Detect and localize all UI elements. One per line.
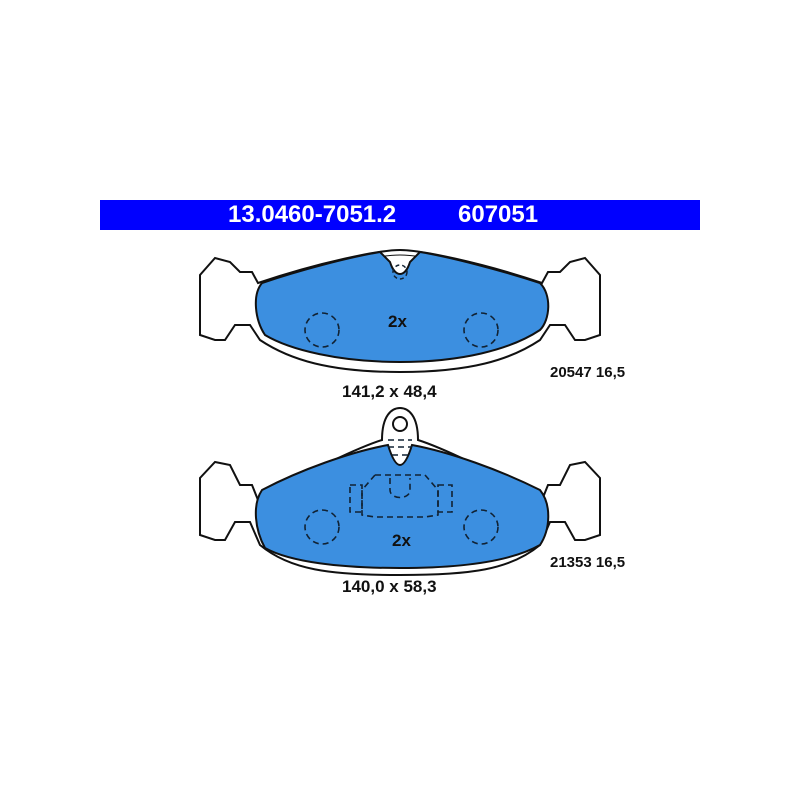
- brake-pad-2: [199, 406, 601, 577]
- friction-material: [254, 443, 550, 570]
- pad-2-quantity: 2x: [392, 531, 411, 550]
- dashed-hole-left: [304, 312, 340, 348]
- dashed-marker: [392, 264, 408, 280]
- title-bar: 13.0460-7051.2 607051: [100, 200, 700, 230]
- backing-plate-outline: [199, 406, 601, 577]
- friction-material: [254, 250, 550, 364]
- dashed-hole-right: [463, 312, 499, 348]
- backing-plate-outline: [199, 248, 601, 374]
- mounting-tab-hole: [392, 416, 408, 432]
- brake-pad-1: [199, 248, 601, 374]
- pad-1-quantity: 2x: [388, 312, 407, 331]
- pad-1-dimensions: 141,2 x 48,4: [342, 382, 437, 401]
- dashed-hole-right: [463, 509, 499, 545]
- dashed-clip-outline: [349, 439, 453, 518]
- pad-1-wva: 20547 16,5: [550, 364, 626, 381]
- dashed-hole-left: [304, 509, 340, 545]
- pad-2-dimensions: 140,0 x 58,3: [342, 577, 437, 596]
- reference-number: 607051: [458, 201, 539, 228]
- pad-2-wva: 21353 16,5: [550, 554, 626, 571]
- article-number: 13.0460-7051.2: [228, 201, 397, 228]
